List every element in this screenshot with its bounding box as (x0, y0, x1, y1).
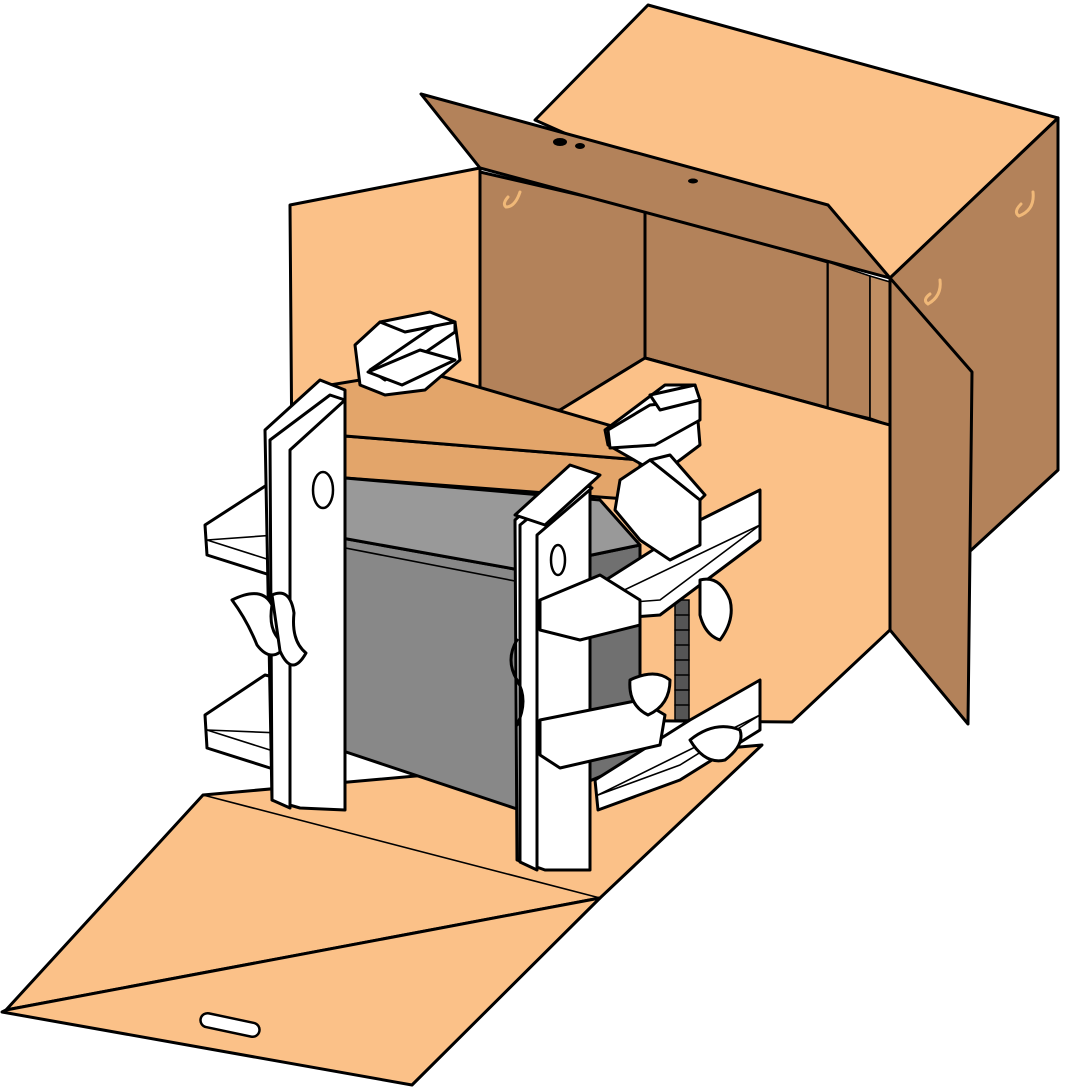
flap-fold-line (202, 794, 601, 899)
carton-inner-panel-b (869, 275, 891, 426)
handle-mark-1 (502, 190, 522, 209)
foam-support-back-right (603, 383, 702, 477)
foam-end-cap-right (509, 468, 672, 872)
foam-end-cap-left (230, 378, 347, 812)
foam-tray-lower-right (593, 678, 762, 812)
flap-hand-slot (199, 1011, 261, 1039)
unit-edge-line (329, 544, 521, 583)
foam-shape-far-right (688, 577, 743, 763)
foam-top-bar-front-right (513, 463, 602, 527)
handle-mark-3 (923, 278, 942, 306)
unit-vent-grill (674, 599, 690, 721)
foam-block-right-inner (613, 453, 707, 562)
flap-hole-1 (553, 138, 567, 146)
foam-top-bar-back (366, 348, 457, 387)
carton-inner-panel-a (827, 261, 871, 419)
carton-front-flap-outer (0, 896, 602, 1087)
flap-hole-2 (575, 143, 585, 149)
handle-mark-2 (1014, 190, 1035, 218)
flap-hole-3 (688, 178, 698, 184)
